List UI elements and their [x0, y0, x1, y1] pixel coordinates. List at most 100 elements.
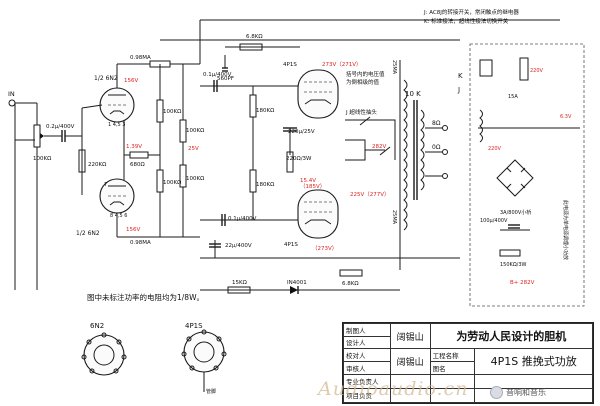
c-cath-label: 220μ/25V [288, 129, 315, 135]
triode-upper [99, 87, 135, 123]
ohm0-label: 0Ω [432, 144, 441, 151]
tube-out1-label: 4P1S [283, 62, 297, 68]
v273a-label: 273V（271V） [322, 61, 362, 68]
tube1-pins: 1 4,5 3 [108, 122, 126, 128]
legend-2: K: 标准接法，超线性接法切换开关 [424, 17, 509, 25]
watermark: Audioaudio.cn [318, 378, 469, 400]
fuse [519, 57, 529, 81]
c-bypass-label: 22μ/400V [225, 243, 252, 249]
v25-label: 25V [188, 146, 199, 152]
output-transformer-secondary [420, 109, 425, 191]
c-cpl2-label: 0.1μ/400V [228, 216, 257, 222]
tb-row-4: 审核人 [343, 360, 391, 375]
power-tube-upper [297, 69, 339, 119]
tube-out2-label: 4P1S [284, 242, 298, 248]
svg-text:8 4,5 6: 8 4,5 6 [110, 213, 128, 219]
tube1-label: 1/2 6N2 [94, 75, 118, 82]
r-15k [227, 286, 251, 294]
v154-label: 15.4V [300, 178, 316, 184]
tb-draw-label: 图名 [429, 360, 476, 375]
ps-vert-label: 此电源为单电源调理小功放 [562, 200, 569, 260]
r-15k-label: 15KΩ [232, 280, 247, 286]
bridge-rectifier [496, 159, 534, 197]
ot-note1: 括号内的电压值 [346, 70, 385, 78]
r-gain-label: 100KΩ [33, 156, 51, 162]
r100k-d-label: 100KΩ [186, 176, 204, 182]
c-fb-label: 560PF [217, 76, 234, 82]
r-grid-label: 220KΩ [88, 162, 106, 168]
tb-row-3: 校对人 [343, 348, 391, 362]
r180k-b-label: 180KΩ [256, 182, 274, 188]
ps-c-label: 3A/800V小桥 [500, 209, 531, 216]
power-tube-lower [297, 189, 339, 239]
c-cpl1-label: 0.1μ/400V [203, 72, 232, 78]
chat-icon [490, 386, 503, 399]
r-680 [129, 151, 149, 159]
brand-badge: 音响和音乐 [490, 386, 546, 399]
ps-r2-label: 150KΩ/3W [500, 262, 527, 268]
pinout-4p1s [183, 331, 225, 373]
r-fb [239, 43, 263, 51]
ps-ac-label: 220V [488, 146, 502, 152]
gain-pot [33, 124, 41, 148]
svg-text:7: 7 [104, 182, 107, 188]
v139-label: 1.39V [126, 144, 142, 150]
ps-j-label: J [457, 86, 460, 94]
ps-r1-label: 100μ/400V [480, 218, 508, 224]
power-supply-box [469, 43, 585, 307]
ma-a-label: 0.98MA [130, 55, 151, 61]
r100k-c-label: 100KΩ [186, 128, 204, 134]
r100k-b-label: 100KΩ [163, 180, 181, 186]
pin-label: 管脚 [206, 388, 216, 395]
v156b-label: 156V [126, 227, 140, 233]
diode-label: IN4001 [287, 280, 307, 286]
r100k-a-label: 100KΩ [163, 109, 181, 115]
tb-row-2: 设计人 [343, 335, 391, 350]
ot-note2: 为倒相级的值 [346, 78, 380, 86]
r180k-a-label: 180KΩ [256, 108, 274, 114]
input-label: IN [8, 90, 15, 98]
ma-ot2-label: 25MA [391, 210, 397, 225]
ma-ot-label: 25MA [391, 60, 397, 75]
diode-symbol [290, 286, 298, 294]
output-transformer-primary [403, 79, 408, 231]
ot-label: 10 K [405, 90, 421, 98]
pinout-6n2 [83, 334, 125, 376]
tube2-label: 1/2 6N2 [76, 230, 100, 237]
bottom-6n2-label: 6N2 [90, 322, 104, 330]
r-680-label: 680Ω [130, 162, 145, 168]
tb-proj-label: 工程名称 [429, 348, 476, 362]
v156a-label: 156V [124, 78, 138, 84]
v225-label: 225V（277V） [350, 191, 390, 198]
c-in-label: 0.2μ/400V [46, 124, 75, 130]
r-68k-label: 6.8KΩ [342, 281, 359, 287]
ps-15a-label: 15A [508, 94, 518, 100]
tb-title: 为劳动人民设计的胆机 [429, 322, 594, 350]
brand-text: 音响和音乐 [506, 388, 546, 397]
input-jack [8, 99, 16, 107]
r-68k [339, 269, 363, 277]
tb-designer: 阔锡山 [389, 322, 431, 350]
v282-label: 282V [372, 144, 386, 150]
title-block: 制图人 阔锡山 为劳动人民设计的胆机 设计人 校对人 阔锡山 工程名称 4P1S… [342, 322, 594, 404]
legend-1: J: AC8J的转接开关，常闭触点的继电器 [423, 8, 519, 16]
v273b-label: （273V） [312, 245, 337, 252]
r-cath-label: 220Ω/3W [286, 156, 312, 162]
ps-v-label: B+ 282V [510, 280, 535, 286]
sw-note: J 超线性抽头 [345, 108, 377, 116]
ps-6v-label: 6.3V [560, 114, 572, 120]
ohm8-label: 8Ω [432, 120, 441, 127]
v185-label: （185V） [300, 183, 325, 190]
r-grid [78, 149, 86, 173]
ps-k-label: K [458, 72, 463, 80]
resistor-note: 图中未标注功率的电阻均为1/8W。 [87, 293, 204, 302]
tb-reviewer: 阔锡山 [389, 348, 431, 375]
r-fb-label: 6.8KΩ [246, 34, 263, 40]
tb-row-6: 项目负责 [343, 387, 391, 404]
tb-row-1: 制图人 [343, 323, 391, 337]
power-switch [479, 59, 493, 77]
tb-subtitle: 4P1S 推挽式功放 [474, 348, 593, 375]
bottom-4p1s-label: 4P1S [185, 322, 203, 330]
ps-220-label: 220V [530, 68, 544, 74]
